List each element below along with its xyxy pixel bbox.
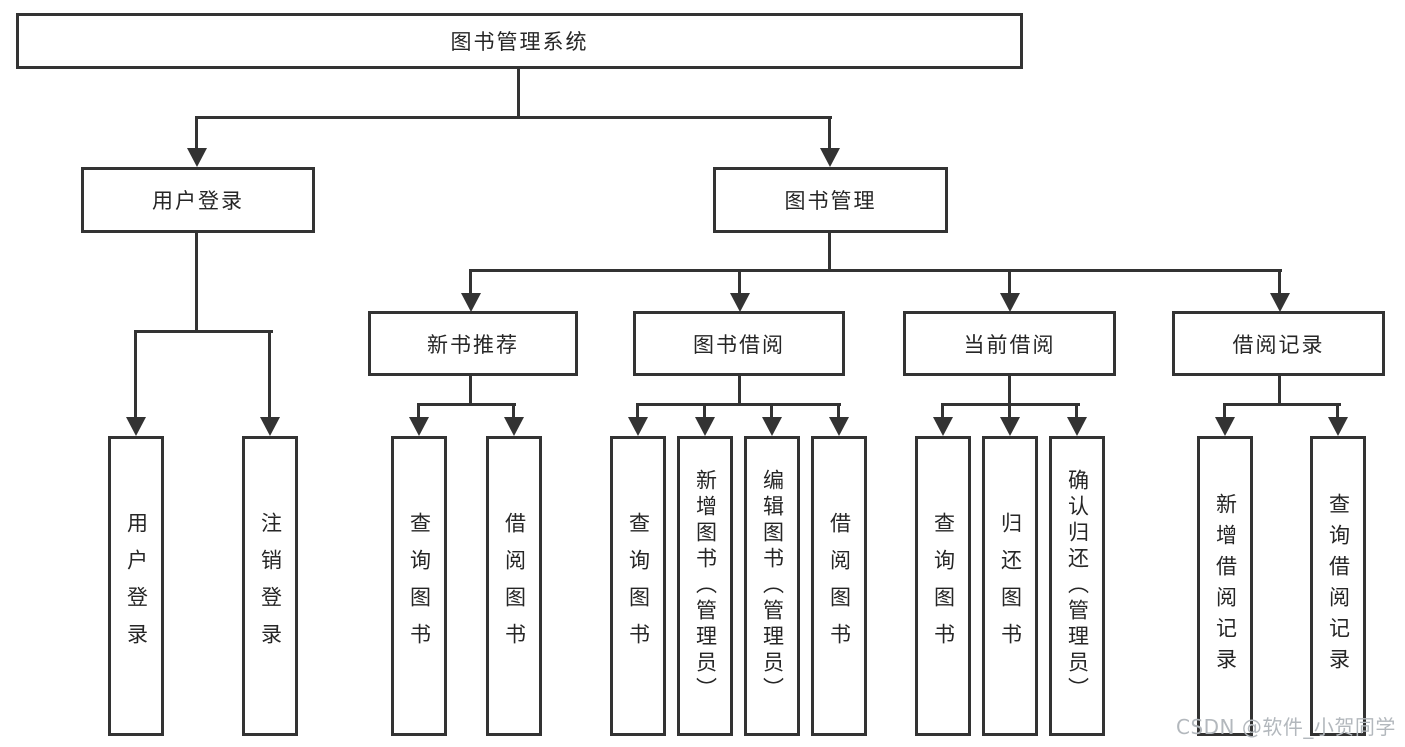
leaf-return-books: 归还图书 <box>982 436 1038 736</box>
connector-stem <box>469 269 472 295</box>
node-label: 借阅记录 <box>1232 332 1325 357</box>
connector-user-login-rail <box>134 330 273 333</box>
connector-stem <box>941 403 944 420</box>
connector-stem <box>837 403 840 420</box>
connector-stem <box>268 330 271 419</box>
arrowhead-down-icon <box>1000 417 1020 436</box>
connector-rail <box>1223 403 1341 406</box>
connector-stem <box>1278 376 1281 405</box>
node-label: 图书借阅 <box>693 332 785 357</box>
connector-rail <box>417 403 516 406</box>
node-user-login: 用户登录 <box>81 167 315 233</box>
connector-stem <box>738 376 741 405</box>
arrowhead-down-icon <box>260 417 280 436</box>
connector-stem <box>1223 403 1226 420</box>
leaf-confirm-return-admin: 确认归还（管理员） <box>1049 436 1105 736</box>
node-label: 当前借阅 <box>963 332 1056 357</box>
connector-user-login-stem <box>195 233 198 332</box>
connector-level2-rail <box>195 116 832 119</box>
leaf-label: 编辑图书（管理员） <box>760 469 785 703</box>
arrowhead-down-icon <box>762 417 782 436</box>
leaf-label: 用户登录 <box>124 512 149 660</box>
node-borrow-records: 借阅记录 <box>1172 311 1385 376</box>
arrowhead-down-icon <box>695 417 715 436</box>
connector-book-mgmt-stem <box>828 233 831 271</box>
leaf-label: 归还图书 <box>998 512 1023 660</box>
arrowhead-down-icon <box>829 417 849 436</box>
leaf-logout-login: 注销登录 <box>242 436 298 736</box>
node-label: 图书管理系统 <box>450 30 589 54</box>
arrowhead-down-icon <box>1328 417 1348 436</box>
node-label: 用户登录 <box>152 189 244 213</box>
connector-stem <box>703 403 706 420</box>
arrowhead-down-icon <box>1270 293 1290 312</box>
connector-stem <box>512 403 515 420</box>
connector-stem <box>1008 403 1011 420</box>
node-book-borrow: 图书借阅 <box>633 311 845 376</box>
node-book-management: 图书管理 <box>713 167 948 233</box>
connector-stem <box>1008 269 1011 295</box>
connector-stem <box>417 403 420 420</box>
leaf-add-borrow-record: 新增借阅记录 <box>1197 436 1253 736</box>
arrowhead-down-icon <box>1000 293 1020 312</box>
arrowhead-down-icon <box>1067 417 1087 436</box>
arrowhead-down-icon <box>1215 417 1235 436</box>
arrowhead-down-icon <box>461 293 481 312</box>
leaf-label: 借阅图书 <box>502 512 527 660</box>
connector-stem <box>1336 403 1339 420</box>
node-library-system: 图书管理系统 <box>16 13 1023 69</box>
arrowhead-down-icon <box>820 148 840 167</box>
leaf-label: 借阅图书 <box>827 512 852 660</box>
leaf-label: 确认归还（管理员） <box>1065 469 1090 703</box>
arrowhead-down-icon <box>409 417 429 436</box>
connector-stem <box>1075 403 1078 420</box>
connector-stem <box>828 116 831 150</box>
leaf-query-borrow-record: 查询借阅记录 <box>1310 436 1366 736</box>
arrowhead-down-icon <box>126 417 146 436</box>
watermark: CSDN @软件_小贺同学 <box>1176 715 1396 739</box>
arrowhead-down-icon <box>504 417 524 436</box>
node-new-book-recommend: 新书推荐 <box>368 311 578 376</box>
leaf-query-books-borrow: 查询图书 <box>610 436 666 736</box>
leaf-label: 查询图书 <box>626 512 651 660</box>
arrowhead-down-icon <box>187 148 207 167</box>
node-label: 新书推荐 <box>427 332 519 357</box>
leaf-label: 新增借阅记录 <box>1213 493 1238 679</box>
arrowhead-down-icon <box>933 417 953 436</box>
connector-rail <box>636 403 841 406</box>
connector-root-stem <box>517 69 520 117</box>
leaf-borrow-books-recommend: 借阅图书 <box>486 436 542 736</box>
leaf-edit-books-admin: 编辑图书（管理员） <box>744 436 800 736</box>
connector-sections-rail <box>469 269 1282 272</box>
leaf-label: 注销登录 <box>258 512 283 660</box>
node-current-borrow: 当前借阅 <box>903 311 1116 376</box>
node-label: 图书管理 <box>784 189 877 213</box>
connector-stem <box>770 403 773 420</box>
leaf-label: 查询图书 <box>407 512 432 660</box>
connector-stem <box>1008 376 1011 405</box>
connector-stem <box>738 269 741 295</box>
arrowhead-down-icon <box>628 417 648 436</box>
leaf-query-books-current: 查询图书 <box>915 436 971 736</box>
connector-stem <box>469 376 472 405</box>
connector-stem <box>1278 269 1281 295</box>
connector-stem <box>134 330 137 419</box>
leaf-borrow-books: 借阅图书 <box>811 436 867 736</box>
leaf-user-login: 用户登录 <box>108 436 164 736</box>
leaf-label: 查询借阅记录 <box>1326 493 1351 679</box>
leaf-add-books-admin: 新增图书（管理员） <box>677 436 733 736</box>
connector-stem <box>195 116 198 150</box>
leaf-label: 查询图书 <box>931 512 956 660</box>
connector-stem <box>636 403 639 420</box>
leaf-query-books-recommend: 查询图书 <box>391 436 447 736</box>
leaf-label: 新增图书（管理员） <box>693 469 718 703</box>
arrowhead-down-icon <box>730 293 750 312</box>
